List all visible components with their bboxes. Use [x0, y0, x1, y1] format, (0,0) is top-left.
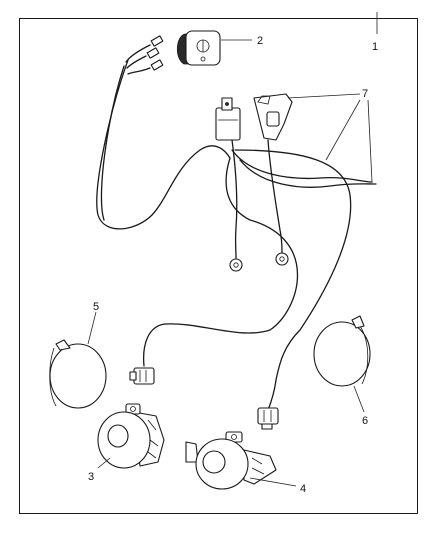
- lamp-connector-right: [257, 407, 279, 430]
- callout-1: 1: [372, 41, 378, 53]
- callout-7-leader-a: [287, 93, 361, 99]
- diagram-frame: [19, 18, 418, 514]
- lamp-connector-left: [129, 367, 155, 385]
- left-fog-lamp: 3: [88, 403, 165, 483]
- callout-4: 4: [300, 483, 306, 495]
- left-lamp-cover: 5: [49, 301, 107, 409]
- callout-7: 7: [362, 88, 368, 100]
- right-cover-shell: [313, 321, 371, 387]
- relay-body: [215, 107, 241, 141]
- left-cover-clip: [55, 339, 71, 351]
- right-lamp-lens: [202, 450, 226, 474]
- left-cover-shell: [49, 343, 107, 409]
- right-lamp-housing: [243, 449, 277, 485]
- right-lamp-cover: 6: [313, 315, 371, 427]
- callout-6: 6: [362, 415, 368, 427]
- callout-2: 2: [257, 35, 263, 47]
- fog-lamp-switch: 2: [176, 30, 263, 66]
- switch-indicator-icon: [200, 56, 206, 62]
- harness-fuse-holder: [253, 93, 361, 141]
- switch-bezel-back: [176, 33, 189, 65]
- left-lamp-lens: [107, 424, 129, 448]
- ring-terminal-1: [229, 258, 243, 272]
- callout-6-leader: [353, 385, 365, 413]
- callout-5-leader: [87, 311, 97, 345]
- right-cover-clip: [351, 315, 365, 329]
- callout-3: 3: [88, 471, 94, 483]
- callout-4-leader: [249, 477, 297, 487]
- wiring-harness: 7: [96, 35, 377, 430]
- callout-7-leader-c: [367, 99, 373, 183]
- callout-7-leader-b: [325, 99, 361, 161]
- callout-5: 5: [93, 301, 99, 313]
- switch-pigtail-connectors: [125, 35, 164, 75]
- harness-relay: [215, 97, 241, 141]
- callout-3-leader: [97, 457, 111, 469]
- right-fog-lamp: 4: [185, 431, 306, 495]
- callout-1-group: 1: [372, 12, 378, 53]
- ring-terminal-2: [275, 252, 289, 266]
